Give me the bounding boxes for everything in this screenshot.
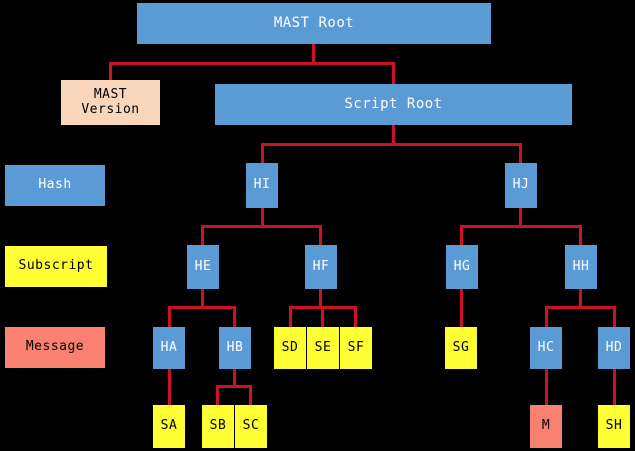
- node-hh[interactable]: HH: [565, 245, 597, 289]
- edge-hc-m: [545, 368, 548, 406]
- edge-sf-drop: [354, 306, 357, 328]
- edge-hj-drop: [519, 143, 522, 164]
- edge-scriptroot-drop: [392, 62, 395, 84]
- node-mast-root[interactable]: MAST Root: [137, 3, 491, 44]
- legend-message: Message: [5, 327, 105, 368]
- legend-subscript: Subscript: [5, 246, 107, 287]
- edge-he-bar: [168, 306, 236, 309]
- node-se[interactable]: SE: [307, 327, 339, 369]
- node-sc[interactable]: SC: [235, 405, 267, 448]
- edge-hf-stem: [319, 288, 322, 307]
- node-ha[interactable]: HA: [153, 327, 185, 369]
- node-sd[interactable]: SD: [274, 327, 306, 369]
- edge-mastroot-stem: [312, 43, 315, 64]
- edge-hb-stem: [233, 368, 236, 386]
- node-he[interactable]: HE: [187, 245, 219, 289]
- node-script-root[interactable]: Script Root: [215, 84, 572, 125]
- node-sb[interactable]: SB: [202, 405, 234, 448]
- edge-hi-stem: [261, 207, 264, 226]
- node-hb[interactable]: HB: [219, 327, 251, 369]
- edge-mastroot-bar: [109, 62, 315, 65]
- node-sf[interactable]: SF: [340, 327, 372, 369]
- node-hj[interactable]: HJ: [505, 163, 537, 208]
- edge-sd-drop: [289, 306, 292, 328]
- edge-hh-bar: [545, 306, 615, 309]
- edge-hc-drop: [545, 306, 548, 328]
- edge-sc-drop: [249, 385, 252, 406]
- edge-hj-stem: [519, 207, 522, 226]
- edge-sb-drop: [216, 385, 219, 406]
- edge-hd-sh: [613, 368, 616, 406]
- edge-he-stem: [201, 288, 204, 307]
- edge-hb-drop: [233, 306, 236, 328]
- edge-scriptroot-bar: [261, 143, 521, 146]
- edge-hh-drop: [579, 225, 582, 246]
- edge-hi-drop: [261, 143, 264, 164]
- edge-hg-drop: [460, 225, 463, 246]
- node-hc[interactable]: HC: [530, 327, 562, 369]
- edge-he-drop: [201, 225, 204, 246]
- edge-hi-bar: [201, 225, 322, 228]
- node-sh[interactable]: SH: [598, 405, 630, 448]
- edge-scriptroot-stem: [392, 124, 395, 145]
- edge-hf-drop: [319, 225, 322, 246]
- node-sg[interactable]: SG: [445, 327, 477, 369]
- edge-se-drop: [321, 306, 324, 328]
- edge-hj-bar: [460, 225, 582, 228]
- node-hf[interactable]: HF: [305, 245, 337, 289]
- edge-hh-stem: [579, 288, 582, 307]
- node-mast-version[interactable]: MAST Version: [61, 80, 160, 125]
- edge-hd-drop: [613, 306, 616, 328]
- edge-mastroot-bar-right: [312, 62, 395, 65]
- edge-hb-bar: [216, 385, 251, 388]
- edge-mastversion-drop: [109, 62, 112, 82]
- edge-ha-drop: [168, 306, 171, 328]
- node-hi[interactable]: HI: [246, 163, 278, 208]
- node-m[interactable]: M: [530, 405, 562, 448]
- node-hd[interactable]: HD: [598, 327, 630, 369]
- edge-ha-sa: [168, 368, 171, 406]
- node-sa[interactable]: SA: [153, 405, 185, 448]
- node-hg[interactable]: HG: [446, 245, 478, 289]
- legend-hash: Hash: [5, 165, 105, 206]
- edge-hg-sg: [460, 288, 463, 328]
